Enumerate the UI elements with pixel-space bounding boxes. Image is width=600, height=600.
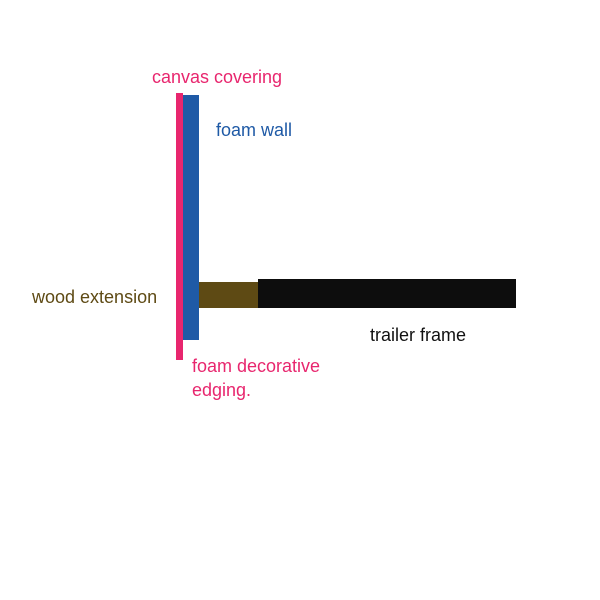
canvas-covering-bar <box>176 93 183 360</box>
canvas-covering-label: canvas covering <box>152 67 283 87</box>
wood-extension-label: wood extension <box>32 287 158 307</box>
foam-wall-label: foam wall <box>216 120 293 140</box>
foam-wall-bar <box>183 95 199 340</box>
foam-decorative-edging-label: foam decorative edging. <box>192 356 321 400</box>
trailer-frame-label: trailer frame <box>370 325 467 345</box>
trailer-frame-bar <box>258 279 516 308</box>
